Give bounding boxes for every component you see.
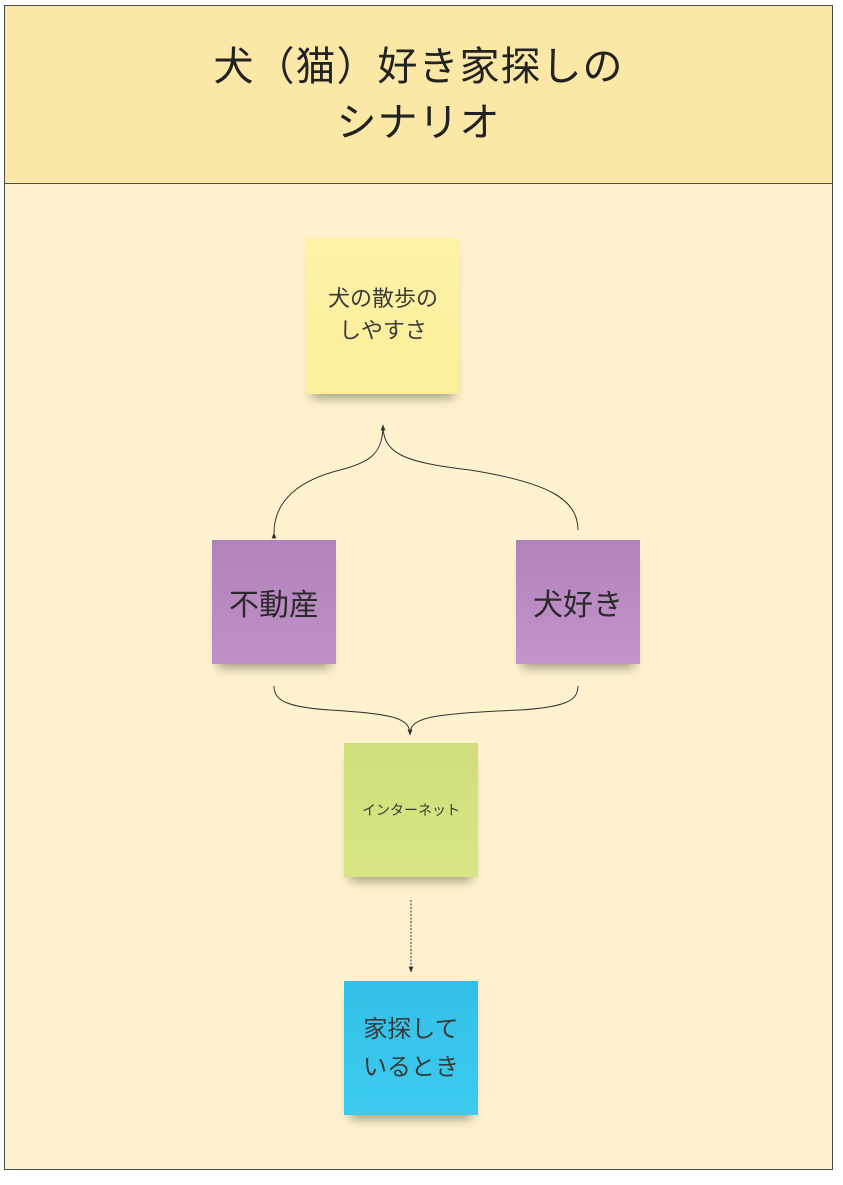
sticky-note-dog-walk[interactable]: 犬の散歩の しやすさ [306, 238, 460, 394]
note-text: インターネット [362, 803, 460, 819]
note-text-line: 家探して [363, 1015, 459, 1043]
sticky-note-house-hunting[interactable]: 家探して いるとき [344, 981, 478, 1115]
note-text-line: いるとき [363, 1053, 459, 1081]
note-text-line: しやすさ [339, 319, 427, 344]
note-text: 不動産 [229, 588, 319, 623]
note-text-line: 犬の散歩の [327, 287, 438, 312]
sticky-note-internet[interactable]: インターネット [344, 743, 478, 877]
diagram-frame: 犬（猫）好き家探しの シナリオ [4, 5, 833, 1170]
note-text: 犬好き [533, 588, 623, 623]
sticky-note-real-estate[interactable]: 不動産 [212, 540, 336, 664]
title-line-2: シナリオ [336, 99, 501, 146]
sticky-note-dog-lover[interactable]: 犬好き [516, 540, 640, 664]
title-banner: 犬（猫）好き家探しの シナリオ [5, 6, 832, 184]
title-line-1: 犬（猫）好き家探しの [213, 43, 624, 90]
